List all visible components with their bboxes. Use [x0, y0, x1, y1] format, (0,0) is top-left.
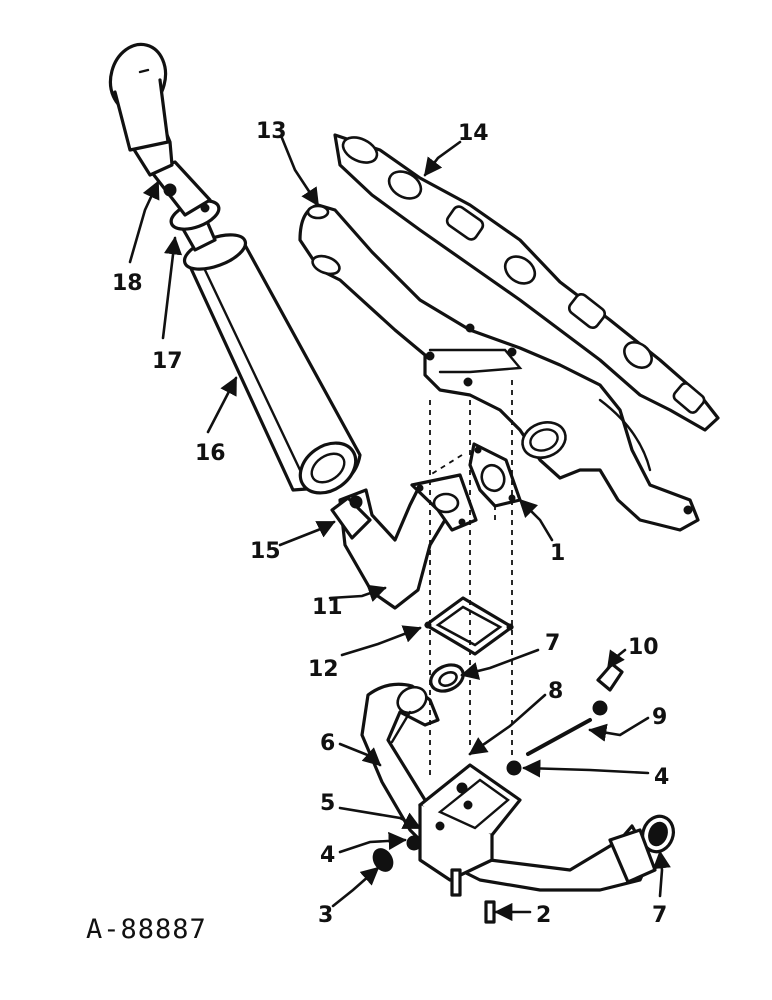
callout-13: 13 [256, 119, 287, 144]
seal-ring-upper [429, 663, 465, 693]
nut-right [506, 760, 522, 776]
callout-leaders [128, 136, 671, 922]
seal-ring-lower [641, 814, 675, 854]
callout-4-left: 4 [320, 843, 335, 868]
callout-5: 5 [320, 791, 335, 816]
nut-left [406, 835, 422, 851]
callout-1: 1 [550, 541, 565, 566]
wing-nut [592, 662, 624, 716]
callout-7-upper: 7 [545, 631, 560, 656]
callout-17: 17 [152, 349, 183, 374]
exhaust-pipe [330, 473, 478, 610]
callout-14: 14 [458, 121, 489, 146]
pin [484, 900, 496, 924]
callout-2: 2 [536, 903, 551, 928]
callout-8: 8 [548, 679, 563, 704]
exhaust-stack [108, 42, 221, 252]
callout-18: 18 [112, 271, 143, 296]
muffler [182, 233, 362, 495]
callout-16: 16 [195, 441, 226, 466]
heat-valve-body [418, 763, 522, 897]
callout-7-lower: 7 [652, 903, 667, 928]
plug-bolt [372, 848, 394, 872]
manifold-gasket [333, 133, 720, 432]
crossover-pipe [360, 682, 657, 892]
callout-3: 3 [318, 903, 333, 928]
exhaust-manifold [298, 203, 700, 532]
callout-numbers: 13 14 18 17 16 15 1 11 12 7 10 8 9 6 4 5… [112, 119, 669, 928]
assembly-lines [429, 380, 513, 780]
callout-12: 12 [308, 657, 339, 682]
callout-11: 11 [312, 595, 343, 620]
callout-4-right: 4 [654, 765, 669, 790]
callout-10: 10 [628, 635, 659, 660]
figure-code: A-88887 [86, 914, 207, 945]
callout-15: 15 [250, 539, 281, 564]
flange-gasket [424, 596, 514, 656]
callout-9: 9 [652, 705, 667, 730]
stud [526, 718, 592, 756]
callout-6: 6 [320, 731, 335, 756]
